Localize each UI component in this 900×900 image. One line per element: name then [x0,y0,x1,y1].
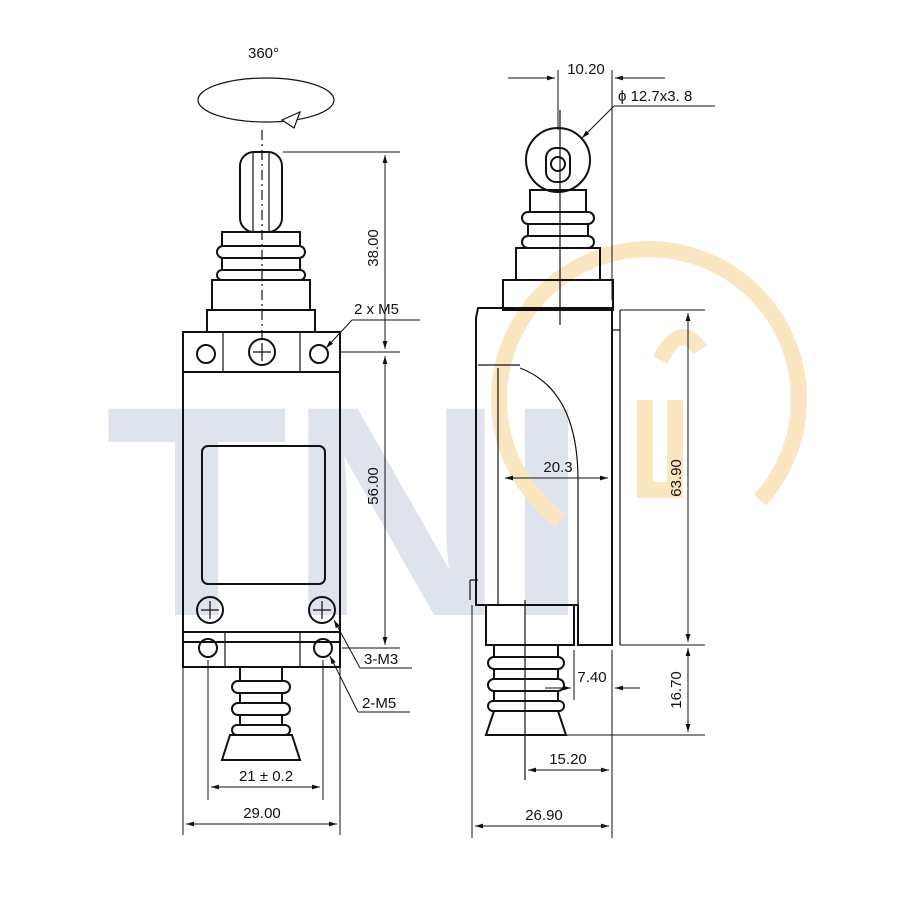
watermark-text: TNI [105,343,588,679]
label-1020: 10.20 [567,61,605,78]
label-203: 20.3 [543,459,572,476]
label-1670: 16.70 [668,671,685,709]
label-2xm5: 2 x M5 [354,301,399,318]
label-2m5: 2-M5 [362,695,396,712]
rotation-arrow-icon [197,77,335,123]
label-21: 21 ± 0.2 [239,768,293,785]
label-56: 56.00 [365,467,382,505]
watermark: TNI [105,241,807,679]
label-29: 29.00 [243,805,281,822]
label-1520: 15.20 [549,751,587,768]
label-2690: 26.90 [525,807,563,824]
label-3m3: 3-M3 [364,651,398,668]
label-38: 38.00 [365,229,382,267]
label-740: 7.40 [577,669,606,686]
label-phi: ϕ 12.7x3. 8 [618,88,692,105]
label-6390: 63.90 [668,459,685,497]
bulb-gear-icon [490,241,807,527]
front-view: 360° [182,45,420,835]
label-rotation: 360° [248,45,279,62]
side-view: 10.20 ϕ 12.7x3. 8 20.3 63.90 16.70 7.40 … [469,61,715,838]
